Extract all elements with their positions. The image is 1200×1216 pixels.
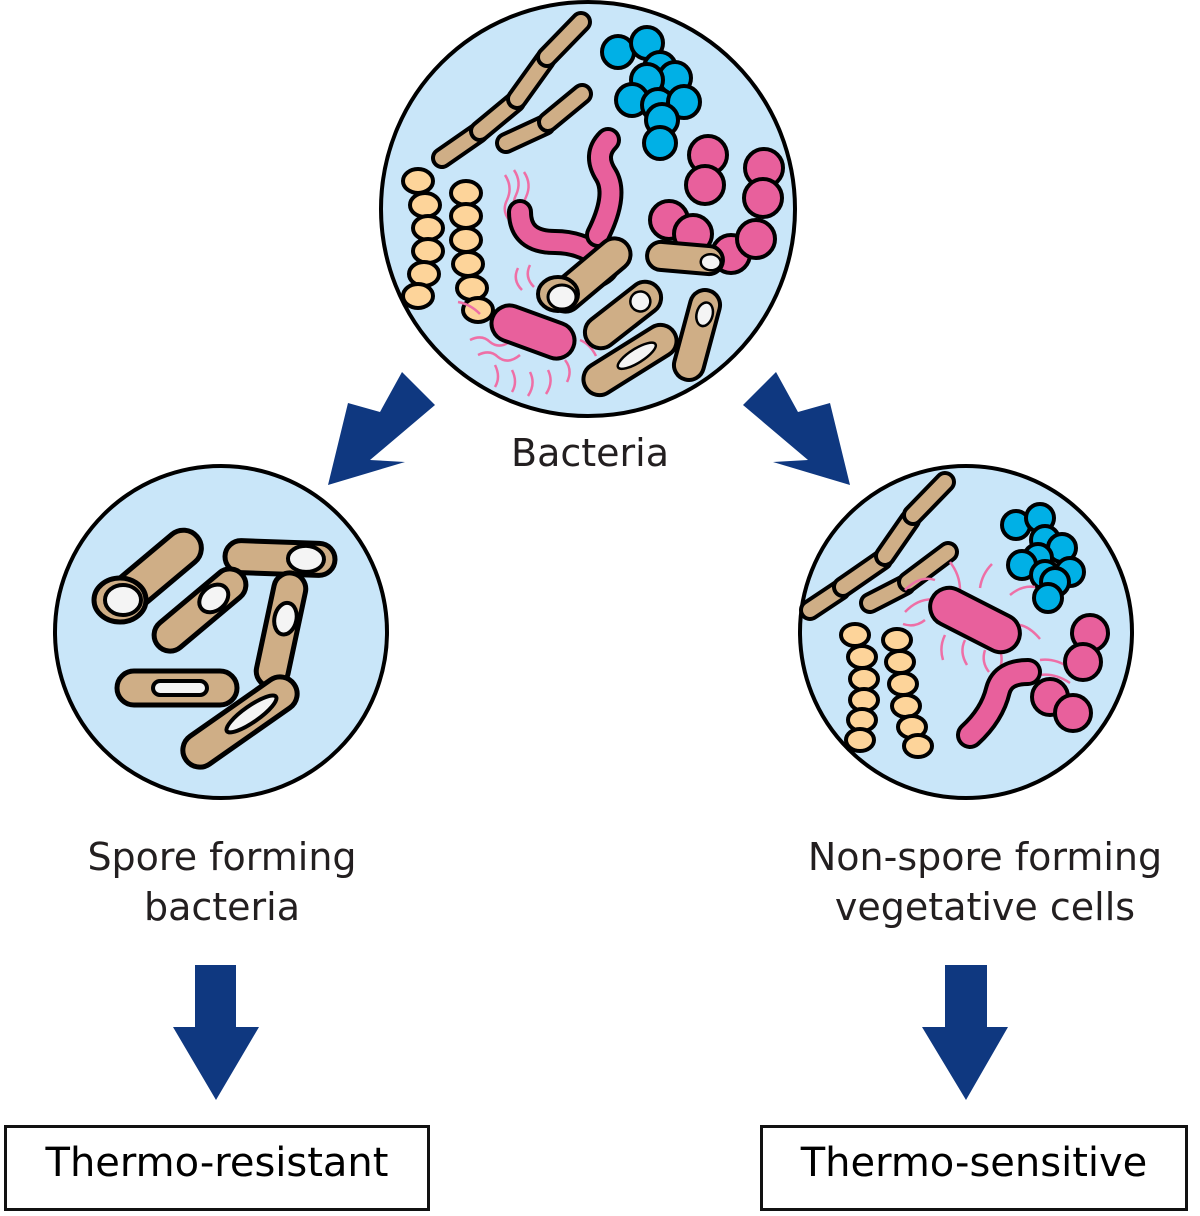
staphylococci-icon — [600, 25, 702, 161]
non-spore-forming-label-line1: Non-spore forming — [807, 835, 1163, 879]
bacteria-circle — [379, 0, 797, 418]
flagella-icon — [457, 169, 598, 397]
streptococci-icon — [401, 167, 495, 324]
spore-forming-label-line2: bacteria — [143, 885, 301, 929]
arrow-down-right-icon — [743, 372, 850, 485]
spore-forming-label-line1: Spore forming — [87, 835, 357, 879]
spore-forming-circle — [53, 464, 389, 800]
root-label: Bacteria — [511, 431, 669, 475]
chain-rod-icon — [431, 11, 593, 169]
thermo-resistant-box: Thermo-resistant — [4, 1125, 430, 1211]
flagellated-rod-icon — [489, 303, 577, 361]
arrow-down-left-icon — [328, 372, 435, 485]
arrow-down-right-result-icon — [922, 965, 1008, 1100]
spore-rod-icon — [536, 236, 725, 398]
arrow-down-left-result-icon — [173, 965, 259, 1100]
non-spore-forming-label-line2: vegetative cells — [834, 885, 1136, 929]
thermo-sensitive-box: Thermo-sensitive — [760, 1125, 1188, 1211]
non-spore-forming-circle — [798, 464, 1134, 800]
